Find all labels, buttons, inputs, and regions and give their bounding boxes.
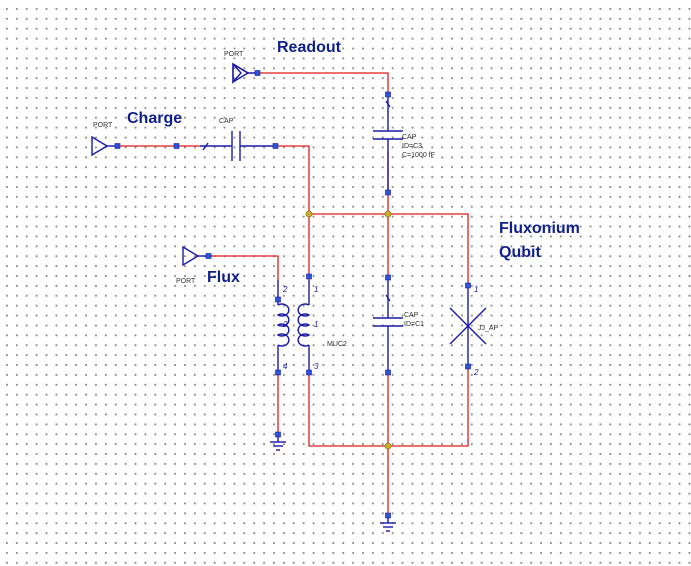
ground-main bbox=[380, 512, 396, 532]
port-flux-label: PORT bbox=[176, 278, 196, 285]
ground-flux bbox=[270, 431, 286, 451]
pin-jj-top: 1 bbox=[474, 285, 478, 294]
label-flux: Flux bbox=[207, 269, 240, 286]
cap-c3-value: C=1000 fF bbox=[402, 152, 435, 159]
pin-muc-right-top: 1 bbox=[314, 285, 318, 294]
wires bbox=[117, 72, 469, 516]
cap-c1-id: ID=C1 bbox=[404, 321, 424, 328]
port-charge[interactable] bbox=[91, 135, 121, 157]
pin-muc-right-bottom: 3 bbox=[314, 362, 319, 371]
cap-charge-label: CAP bbox=[219, 118, 234, 125]
pin-jj-bottom: 2 bbox=[473, 368, 479, 377]
mutual-inductor[interactable] bbox=[275, 273, 312, 376]
cap-c3-name: CAP bbox=[402, 134, 417, 141]
cap-c3-id: ID=C3 bbox=[402, 143, 422, 150]
wire-top-rail bbox=[309, 213, 469, 286]
cap-c1-name: CAP bbox=[404, 312, 419, 319]
capacitor-c3[interactable] bbox=[373, 91, 403, 196]
port-readout-label: PORT bbox=[224, 51, 244, 58]
josephson-junction[interactable] bbox=[449, 282, 487, 370]
capacitor-charge[interactable] bbox=[173, 131, 279, 161]
label-charge: Charge bbox=[127, 110, 182, 127]
port-readout[interactable] bbox=[232, 62, 261, 84]
port-charge-label: PORT bbox=[93, 122, 113, 129]
wire-readout bbox=[258, 72, 389, 96]
label-readout: Readout bbox=[277, 39, 342, 56]
label-fluxonium: Fluxonium bbox=[499, 220, 580, 237]
pin-muc-right-mid: 1 bbox=[314, 320, 318, 329]
mutual-label: MUC2 bbox=[327, 341, 347, 348]
pin-muc-left-top: 2 bbox=[282, 285, 288, 294]
pin-muc-left-bottom: 4 bbox=[283, 362, 288, 371]
port-flux[interactable] bbox=[182, 245, 212, 267]
wire-flux bbox=[212, 255, 279, 280]
label-qubit: Qubit bbox=[499, 244, 541, 261]
node-top-left bbox=[305, 210, 313, 218]
junction-label: JJ_AP bbox=[478, 325, 499, 332]
node-bottom bbox=[384, 442, 392, 450]
pin-muc-left-mid: 2 bbox=[282, 320, 288, 329]
node-top-middle bbox=[384, 210, 392, 218]
capacitor-c1[interactable] bbox=[373, 274, 403, 376]
